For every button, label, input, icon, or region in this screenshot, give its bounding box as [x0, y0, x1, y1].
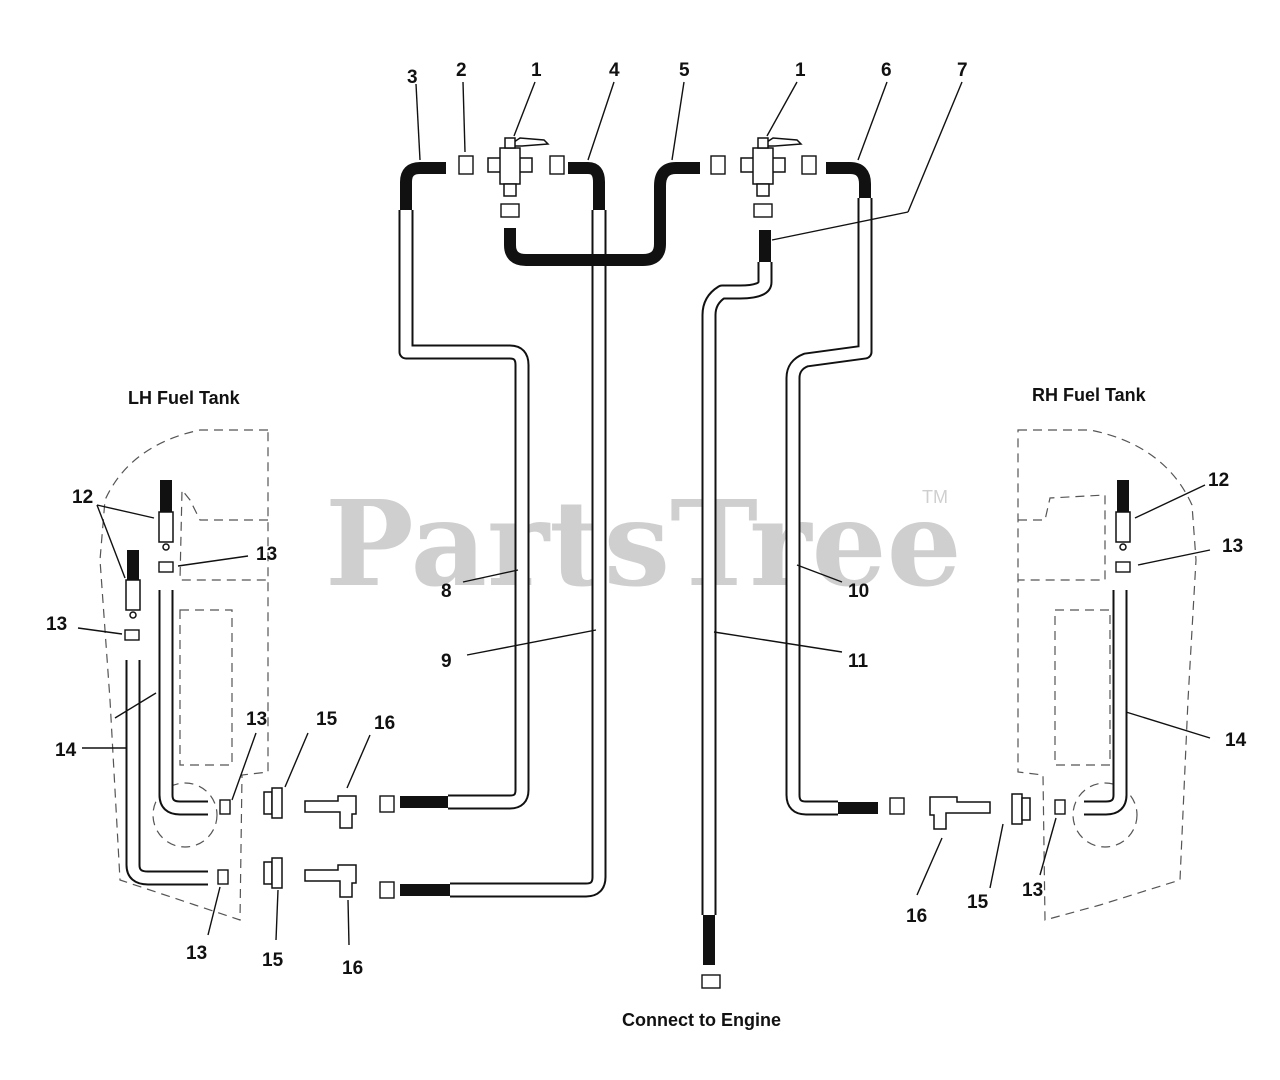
callout-16-lh-1: 16: [374, 713, 395, 734]
callout-numbers: 1 1 2 3 4 5 6 7 8 9 10 11 12 12 13 13 13…: [46, 60, 1247, 979]
callout-13-rh-2: 13: [1022, 880, 1043, 901]
callout-7: 7: [957, 60, 968, 81]
callout-13-rh-1: 13: [1222, 536, 1243, 557]
lh-fuel-tank: [99, 429, 269, 921]
leader-lines: [77, 81, 1211, 946]
callout-1-left: 1: [531, 60, 542, 81]
callout-10: 10: [848, 581, 869, 602]
callout-16-lh-2: 16: [342, 958, 363, 979]
callout-12-right: 12: [1208, 470, 1229, 491]
callout-8: 8: [441, 581, 452, 602]
lh-fuel-tank-title: LH Fuel Tank: [128, 388, 241, 408]
callout-14-left: 14: [55, 740, 77, 761]
callout-6: 6: [881, 60, 892, 81]
fuel-pickups: [125, 511, 1131, 619]
watermark: PartsTree: [325, 474, 962, 613]
callout-9: 9: [441, 651, 452, 672]
callout-15-rh: 15: [967, 892, 989, 913]
callout-13-lh-1: 13: [256, 544, 277, 565]
callout-16-rh: 16: [906, 906, 927, 927]
dark-hose-sections: [127, 162, 1129, 965]
tank-fittings: [263, 787, 1031, 898]
callout-15-lh-2: 15: [262, 950, 284, 971]
callout-13-lh-2: 13: [46, 614, 67, 635]
callout-14-right: 14: [1225, 730, 1247, 751]
rh-fuel-tank-title: RH Fuel Tank: [1032, 385, 1147, 405]
callout-5: 5: [679, 60, 690, 81]
hose-clamps: [124, 155, 1131, 989]
callout-3: 3: [407, 67, 418, 88]
shutoff-valve-right: [740, 137, 803, 197]
connect-to-engine-label: Connect to Engine: [622, 1010, 781, 1030]
callout-11: 11: [848, 651, 869, 672]
callout-13-lh-3: 13: [246, 709, 267, 730]
rh-fuel-tank: [1017, 429, 1197, 921]
watermark-tm: TM: [922, 487, 948, 507]
shutoff-valve-left: [487, 137, 550, 197]
callout-1-right: 1: [795, 60, 806, 81]
callout-13-lh-4: 13: [186, 943, 207, 964]
callout-12-left: 12: [72, 487, 93, 508]
callout-15-lh-1: 15: [316, 709, 338, 730]
callout-4: 4: [609, 60, 620, 81]
callout-2: 2: [456, 60, 467, 81]
fuel-hoses: [125, 198, 1128, 915]
